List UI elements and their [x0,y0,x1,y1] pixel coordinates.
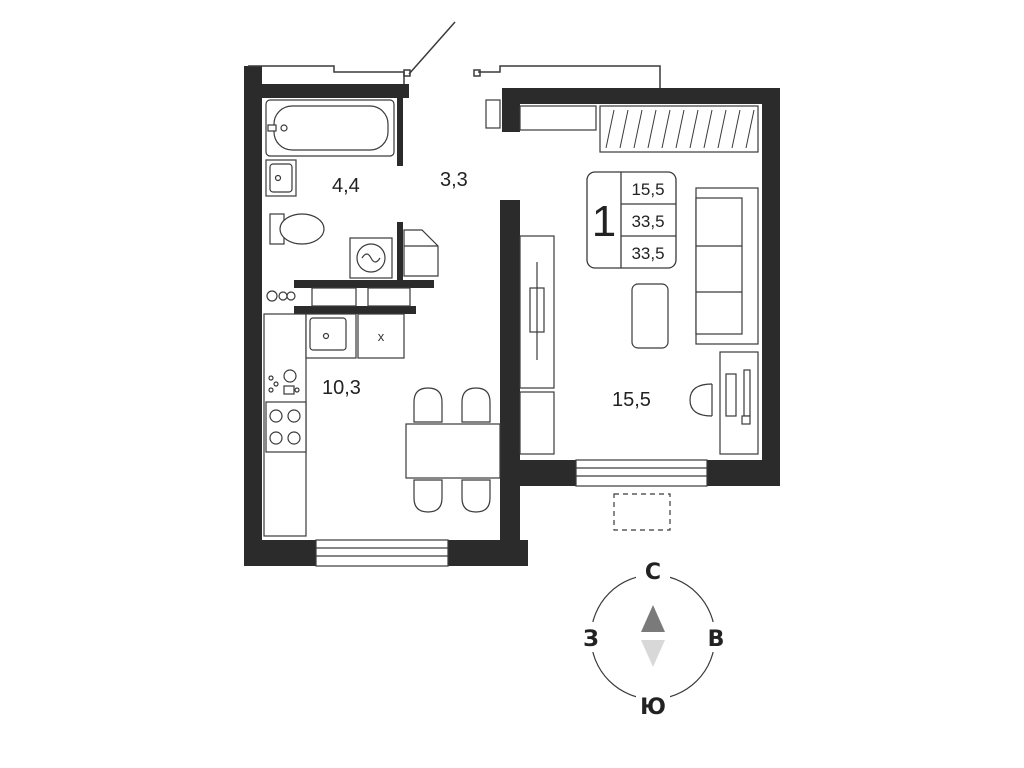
bathroom-fixtures [265,99,439,307]
door-hinge [403,69,411,77]
wall-right-west-top [502,88,520,132]
south-arrow-icon [641,640,665,667]
svg-text:x: x [378,329,385,344]
window-living [575,459,708,487]
compass-south: Ю [640,695,666,720]
coffee-table [631,283,669,349]
compass-ring [590,574,716,700]
boiler [403,229,439,277]
kitchen-fixtures: x [263,313,501,537]
window-kitchen [315,539,449,567]
wall-left-bottom-a [244,540,316,566]
wall-kitchen-east [500,200,520,566]
wall-right-bottom-a [500,460,576,486]
pipes [266,290,296,302]
area-kitchen: 10,3 [322,377,361,399]
wall-right-east [762,88,780,486]
shelf-top [519,105,597,131]
washing-machine [349,237,393,279]
storage-shelves [311,287,411,307]
low-cabinet [519,391,555,455]
wardrobe [599,105,759,153]
area-bathroom: 4,4 [332,175,360,197]
desk [689,351,759,455]
compass: С Ю З В [578,556,728,720]
compass-north: С [645,560,661,585]
balconies [248,21,661,88]
wall-bath-east [397,98,403,166]
balcony-right [478,65,661,88]
badge-value-total-2: 33,5 [631,244,664,263]
badge-room-count: 1 [592,197,616,246]
balcony-dashed [613,493,671,531]
living-fixtures [485,99,759,455]
north-arrow-icon [641,605,665,632]
sofa [695,187,759,345]
area-hall: 3,3 [440,169,468,191]
dining-table [405,423,501,479]
balcony-left [248,65,405,84]
wall-storage-bottom [294,306,416,314]
badge-value-living: 15,5 [631,180,664,199]
badge-value-total: 33,5 [631,212,664,231]
walls [244,66,780,566]
windows [315,459,708,567]
toilet [269,213,325,245]
fridge [357,313,405,359]
wall-right-bottom-b [707,460,780,486]
wall-left-top [244,84,409,98]
wall-left-west [244,66,262,566]
door-hinge-right [473,69,481,77]
kitchen-items [268,369,300,395]
tv-unit [519,235,555,389]
wall-right-top [502,88,780,104]
compass-east: В [708,627,725,652]
area-labels: 4,4 3,3 10,3 15,5 [322,169,651,411]
area-living: 15,5 [612,389,651,411]
door-swing-line [408,21,456,75]
dining-set [405,387,501,513]
wall-bath-east-low [397,222,403,282]
compass-west: З [583,627,599,652]
area-badge: 1 15,5 33,5 33,5 [586,171,677,269]
entry-cabinet [485,99,501,129]
wall-bath-bottom [294,280,434,288]
stove [265,401,307,453]
